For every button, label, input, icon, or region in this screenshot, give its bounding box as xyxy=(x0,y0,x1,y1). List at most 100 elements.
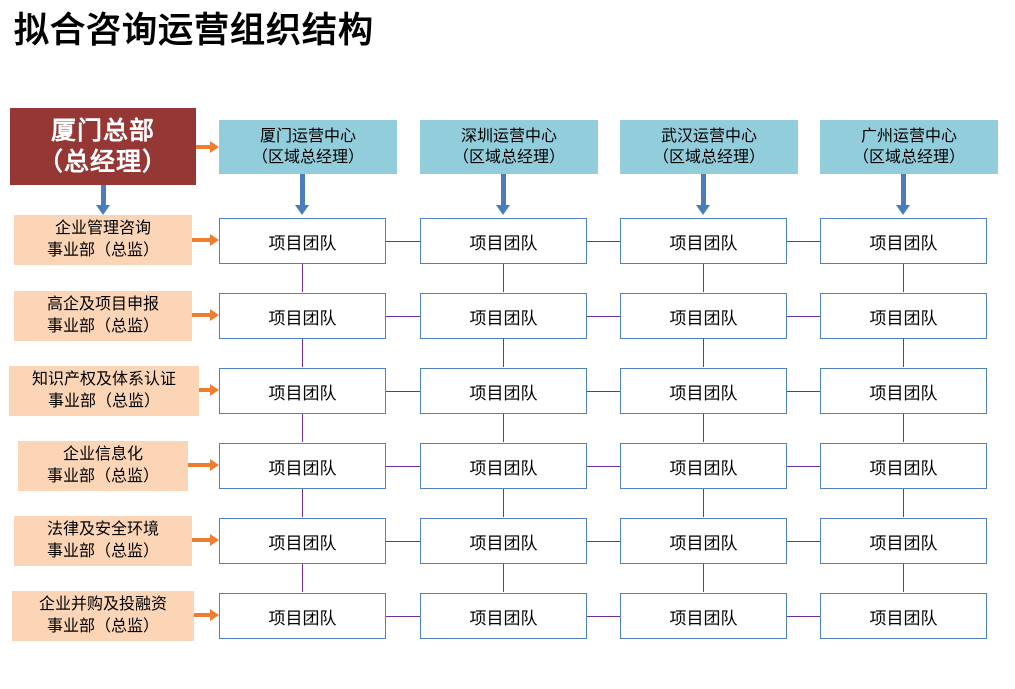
row-connector xyxy=(786,541,820,542)
team-cell[interactable]: 项目团队 xyxy=(219,443,386,489)
row-connector xyxy=(586,541,620,542)
department-line2: 事业部（总监） xyxy=(47,393,160,410)
region-box-xiamen[interactable]: 厦门运营中心 （区域总经理） xyxy=(219,120,397,174)
team-label: 项目团队 xyxy=(469,308,538,328)
department-to-team-arrow xyxy=(194,609,219,621)
department-to-team-arrow xyxy=(188,459,219,471)
team-label: 项目团队 xyxy=(469,233,538,253)
team-label: 项目团队 xyxy=(469,458,538,478)
column-connector xyxy=(703,489,704,517)
column-connector xyxy=(903,489,904,517)
department-box-3[interactable]: 知识产权及体系认证 事业部（总监） xyxy=(9,366,199,416)
row-connector xyxy=(386,541,420,542)
team-label: 项目团队 xyxy=(268,608,337,628)
team-label: 项目团队 xyxy=(869,308,938,328)
row-connector xyxy=(386,316,420,317)
region-to-team-arrow xyxy=(696,174,710,216)
department-line1: 知识产权及体系认证 xyxy=(31,371,176,388)
row-connector xyxy=(386,616,420,617)
team-cell[interactable]: 项目团队 xyxy=(620,518,787,564)
department-to-team-arrow xyxy=(192,309,219,321)
row-connector xyxy=(586,616,620,617)
row-connector xyxy=(786,241,820,242)
row-connector xyxy=(786,466,820,467)
column-connector xyxy=(903,264,904,292)
team-label: 项目团队 xyxy=(669,233,738,253)
team-cell[interactable]: 项目团队 xyxy=(620,443,787,489)
team-label: 项目团队 xyxy=(869,458,938,478)
department-line2: 事业部（总监） xyxy=(46,468,159,485)
region-to-team-arrow xyxy=(896,174,910,216)
region-line1: 武汉运营中心 xyxy=(660,128,757,145)
team-cell[interactable]: 项目团队 xyxy=(620,368,787,414)
headquarters-box[interactable]: 厦门总部 （总经理） xyxy=(10,108,196,185)
region-line2: （区域总经理） xyxy=(852,149,965,166)
department-line1: 企业并购及投融资 xyxy=(38,596,167,613)
team-cell[interactable]: 项目团队 xyxy=(820,218,987,264)
department-box-5[interactable]: 法律及安全环境 事业部（总监） xyxy=(14,516,192,566)
department-box-2[interactable]: 高企及项目申报 事业部（总监） xyxy=(14,291,192,341)
column-connector xyxy=(302,414,303,442)
page-title: 拟合咨询运营组织结构 xyxy=(14,11,375,50)
region-line1: 广州运营中心 xyxy=(860,128,957,145)
team-cell[interactable]: 项目团队 xyxy=(420,368,587,414)
region-line1: 厦门运营中心 xyxy=(259,128,356,145)
department-to-team-arrow xyxy=(199,384,219,396)
region-line1: 深圳运营中心 xyxy=(460,128,557,145)
team-cell[interactable]: 项目团队 xyxy=(620,593,787,639)
department-box-6[interactable]: 企业并购及投融资 事业部（总监） xyxy=(12,591,194,641)
team-cell[interactable]: 项目团队 xyxy=(820,368,987,414)
team-cell[interactable]: 项目团队 xyxy=(219,218,386,264)
team-cell[interactable]: 项目团队 xyxy=(219,518,386,564)
hq-to-department-arrow xyxy=(96,185,110,215)
region-box-wuhan[interactable]: 武汉运营中心 （区域总经理） xyxy=(620,120,798,174)
team-cell[interactable]: 项目团队 xyxy=(219,368,386,414)
row-connector xyxy=(586,466,620,467)
department-to-team-arrow xyxy=(192,534,219,546)
region-to-team-arrow xyxy=(496,174,510,216)
department-line2: 事业部（总监） xyxy=(46,242,159,259)
team-cell[interactable]: 项目团队 xyxy=(420,218,587,264)
team-cell[interactable]: 项目团队 xyxy=(820,443,987,489)
team-label: 项目团队 xyxy=(268,233,337,253)
column-connector xyxy=(903,339,904,367)
department-line1: 企业信息化 xyxy=(62,446,143,463)
team-label: 项目团队 xyxy=(268,308,337,328)
department-line2: 事业部（总监） xyxy=(46,543,159,560)
team-label: 项目团队 xyxy=(669,383,738,403)
team-label: 项目团队 xyxy=(268,458,337,478)
team-cell[interactable]: 项目团队 xyxy=(219,293,386,339)
team-cell[interactable]: 项目团队 xyxy=(420,518,587,564)
team-cell[interactable]: 项目团队 xyxy=(820,518,987,564)
column-connector xyxy=(302,564,303,592)
team-cell[interactable]: 项目团队 xyxy=(219,593,386,639)
department-box-4[interactable]: 企业信息化 事业部（总监） xyxy=(18,441,188,491)
team-label: 项目团队 xyxy=(469,608,538,628)
column-connector xyxy=(302,489,303,517)
column-connector xyxy=(503,564,504,592)
team-cell[interactable]: 项目团队 xyxy=(620,293,787,339)
team-cell[interactable]: 项目团队 xyxy=(820,293,987,339)
region-box-shenzhen[interactable]: 深圳运营中心 （区域总经理） xyxy=(420,120,598,174)
headquarters-line1: 厦门总部 xyxy=(50,116,155,145)
team-cell[interactable]: 项目团队 xyxy=(420,593,587,639)
column-connector xyxy=(503,264,504,292)
department-box-1[interactable]: 企业管理咨询 事业部（总监） xyxy=(14,215,192,265)
region-box-guangzhou[interactable]: 广州运营中心 （区域总经理） xyxy=(820,120,998,174)
team-label: 项目团队 xyxy=(669,608,738,628)
department-line2: 事业部（总监） xyxy=(46,318,159,335)
team-cell[interactable]: 项目团队 xyxy=(420,293,587,339)
team-label: 项目团队 xyxy=(669,308,738,328)
team-label: 项目团队 xyxy=(869,383,938,403)
team-cell[interactable]: 项目团队 xyxy=(420,443,587,489)
team-cell[interactable]: 项目团队 xyxy=(820,593,987,639)
team-label: 项目团队 xyxy=(268,533,337,553)
team-cell[interactable]: 项目团队 xyxy=(620,218,787,264)
row-connector xyxy=(586,241,620,242)
row-connector xyxy=(386,466,420,467)
team-label: 项目团队 xyxy=(669,458,738,478)
column-connector xyxy=(503,489,504,517)
hq-to-region-arrow xyxy=(196,141,219,153)
column-connector xyxy=(703,339,704,367)
